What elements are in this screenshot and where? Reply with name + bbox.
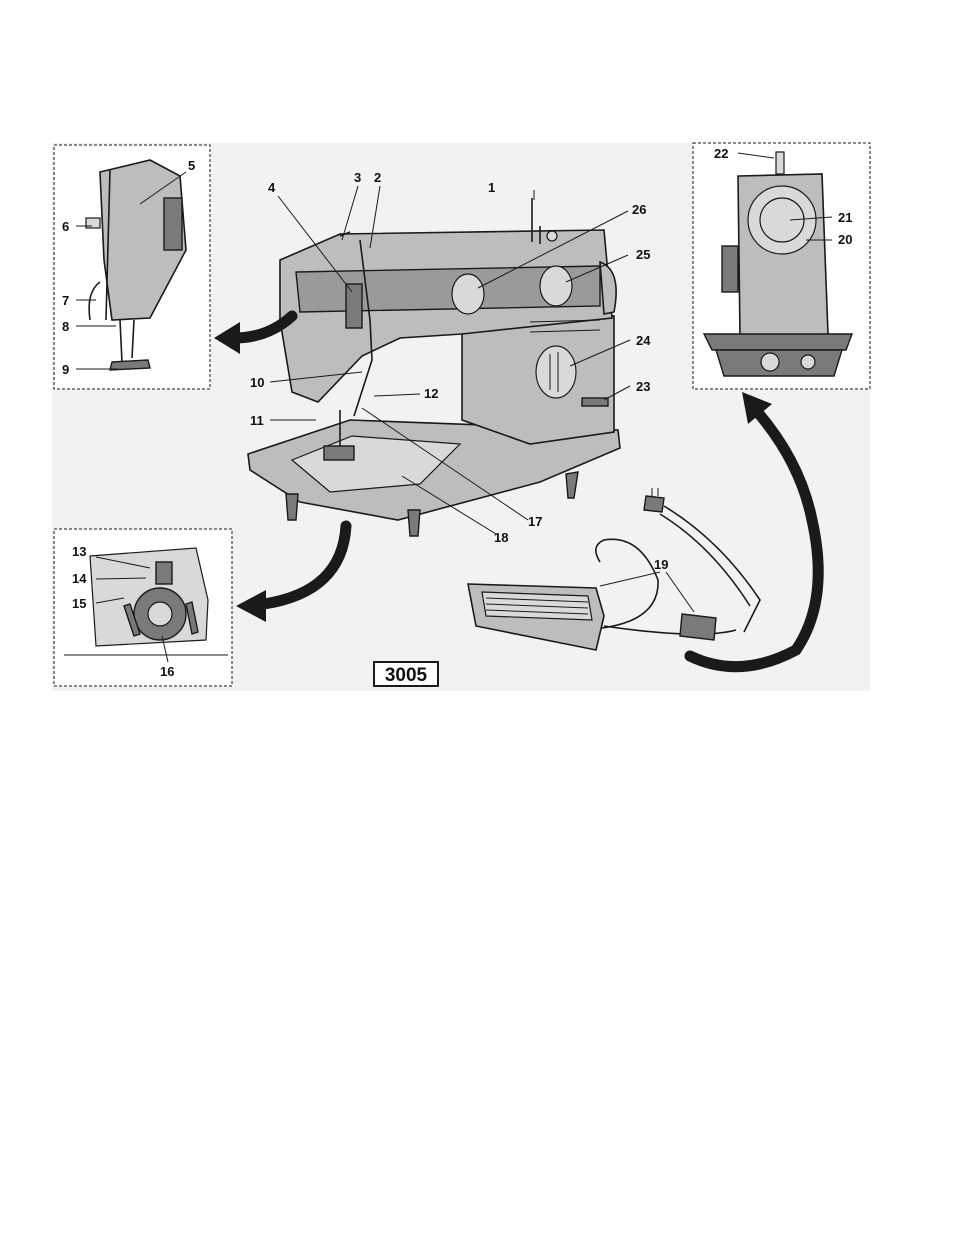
- callout-9: 9: [62, 362, 69, 377]
- callout-15: 15: [72, 596, 86, 611]
- callout-26: 26: [632, 202, 646, 217]
- callout-13: 13: [72, 544, 86, 559]
- callout-24: 24: [636, 333, 651, 348]
- model-number: 3005: [385, 665, 428, 686]
- callout-6: 6: [62, 219, 69, 234]
- callout-12: 12: [424, 386, 438, 401]
- callout-23: 23: [636, 379, 650, 394]
- callout-2: 2: [374, 170, 381, 185]
- callout-19: 19: [654, 557, 668, 572]
- end-view-inset: [693, 143, 870, 389]
- callout-4: 4: [268, 180, 276, 195]
- callout-17: 17: [528, 514, 542, 529]
- callout-14: 14: [72, 571, 87, 586]
- side-view-inset: [54, 145, 210, 389]
- callout-10: 10: [250, 375, 264, 390]
- callout-20: 20: [838, 232, 852, 247]
- callout-11: 11: [250, 413, 264, 428]
- callout-5: 5: [188, 158, 195, 173]
- callout-16: 16: [160, 664, 174, 679]
- callout-21: 21: [838, 210, 852, 225]
- model-number-box: 3005: [374, 662, 438, 686]
- callout-1: 1: [488, 180, 495, 195]
- callout-3: 3: [354, 170, 361, 185]
- callout-7: 7: [62, 293, 69, 308]
- callout-8: 8: [62, 319, 69, 334]
- callout-22: 22: [714, 146, 728, 161]
- callout-18: 18: [494, 530, 508, 545]
- callout-25: 25: [636, 247, 650, 262]
